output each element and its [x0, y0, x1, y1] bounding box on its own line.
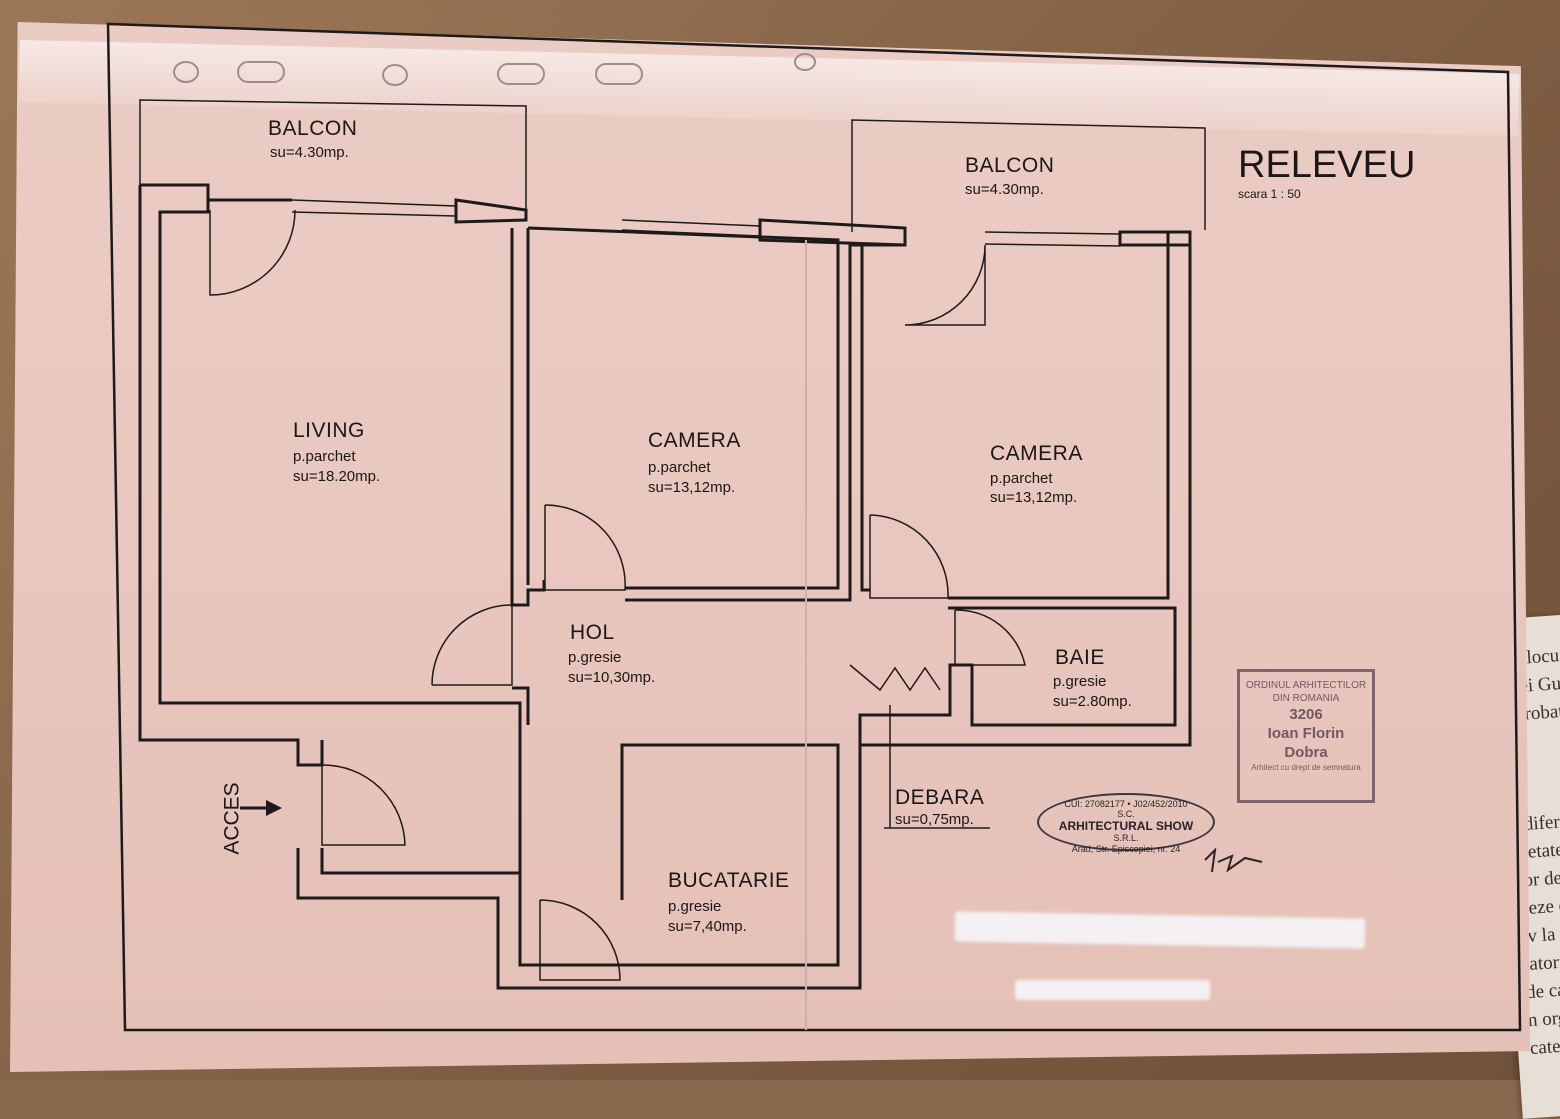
room-floor-baie: p.gresie	[1053, 673, 1107, 690]
window-mid	[621, 219, 761, 227]
wall-camera-mid	[527, 226, 840, 590]
access-arrow	[240, 800, 282, 816]
room-label-hol: HOL	[570, 621, 615, 644]
balcon-right-outline	[851, 119, 1206, 232]
company-stamp-brand: ARHITECTURAL SHOW	[1058, 818, 1194, 833]
room-label-balcon-left: BALCON	[268, 117, 358, 140]
room-area-debara: su=0,75mp.	[895, 811, 974, 828]
wall-camera-mid-outer	[625, 243, 905, 602]
balcon-left-outline	[139, 99, 527, 210]
company-stamp-sc: S.C.	[1117, 809, 1135, 820]
room-floor-bucatarie: p.gresie	[668, 898, 722, 915]
stamp-name-2: Dobra	[1284, 744, 1328, 761]
door-arcs	[209, 209, 1026, 981]
stamp-name-1: Ioan Florin	[1267, 725, 1345, 742]
drawing-title: RELEVEU	[1238, 144, 1416, 186]
room-label-camera-mid: CAMERA	[648, 429, 741, 452]
window-right	[984, 231, 1121, 235]
room-label-baie: BAIE	[1055, 646, 1105, 669]
company-stamp-cui: CUI: 27082177 • J02/452/2010	[1064, 799, 1188, 809]
room-area-camera-mid: su=13,12mp.	[648, 479, 736, 496]
wall-living-outer	[140, 183, 522, 725]
room-area-hol: su=10,30mp.	[568, 669, 656, 686]
room-area-living: su=18.20mp.	[293, 468, 381, 485]
room-area-balcon-left: su=4.30mp.	[270, 144, 349, 161]
pillar-top-mid	[454, 198, 528, 224]
wall-bottom-outer	[296, 740, 862, 990]
signature	[1204, 847, 1263, 873]
wall-debara-baie	[858, 606, 1177, 740]
room-label-debara: DEBARA	[895, 786, 985, 809]
wall-right-outer	[860, 232, 1192, 747]
wall-stub	[1118, 230, 1192, 247]
room-area-balcon-right: su=4.30mp.	[965, 181, 1044, 198]
floor-plan-sheet	[10, 22, 1530, 1072]
company-stamp-address: Arad, Str. Episcopiei, nr. 24	[1071, 843, 1181, 854]
window-left-inner	[291, 211, 457, 217]
room-area-bucatarie: su=7,40mp.	[668, 918, 747, 935]
redacted-text-2	[1015, 980, 1210, 1000]
room-label-living: LIVING	[293, 419, 365, 442]
room-floor-living: p.parchet	[293, 448, 356, 465]
room-label-camera-right: CAMERA	[990, 442, 1083, 465]
wall-camera-right	[948, 232, 1170, 600]
wall-hall-door-jamb	[512, 686, 530, 725]
window-right-inner	[984, 243, 1121, 247]
wall-kitchen	[320, 743, 840, 967]
wall-camera-right-left	[860, 245, 870, 592]
room-area-camera-right: su=13,12mp.	[990, 489, 1078, 506]
architect-stamp: ORDINUL ARHITECTILOR DIN ROMANIA 3206 Io…	[1237, 669, 1375, 803]
wall-living-camera	[510, 228, 546, 607]
stamp-line-bottom: Arhitect cu drept de semnatura	[1251, 763, 1361, 772]
wall-left-outer	[138, 185, 324, 767]
stamp-line-1: ORDINUL ARHITECTILOR	[1245, 680, 1367, 691]
room-floor-hol: p.gresie	[568, 649, 622, 666]
room-label-balcon-right: BALCON	[965, 154, 1055, 177]
floor-plan-drawing	[106, 22, 1522, 1032]
window-left	[291, 199, 457, 207]
company-stamp-srl: S.R.L.	[1113, 833, 1139, 844]
stamp-number: 3206	[1289, 706, 1323, 723]
company-stamp: CUI: 27082177 • J02/452/2010 S.C. ARHITE…	[1037, 793, 1215, 854]
room-label-bucatarie: BUCATARIE	[668, 869, 790, 892]
stamp-line-2: DIN ROMANIA	[1272, 693, 1340, 704]
room-area-baie: su=2.80mp.	[1053, 693, 1132, 710]
room-floor-camera-right: p.parchet	[990, 470, 1053, 487]
room-floor-camera-mid: p.parchet	[648, 459, 711, 476]
drawing-scale: scara 1 : 50	[1238, 187, 1301, 201]
access-label: ACCES	[220, 782, 244, 855]
page-border	[106, 22, 1522, 1032]
punch-holes	[173, 53, 816, 86]
